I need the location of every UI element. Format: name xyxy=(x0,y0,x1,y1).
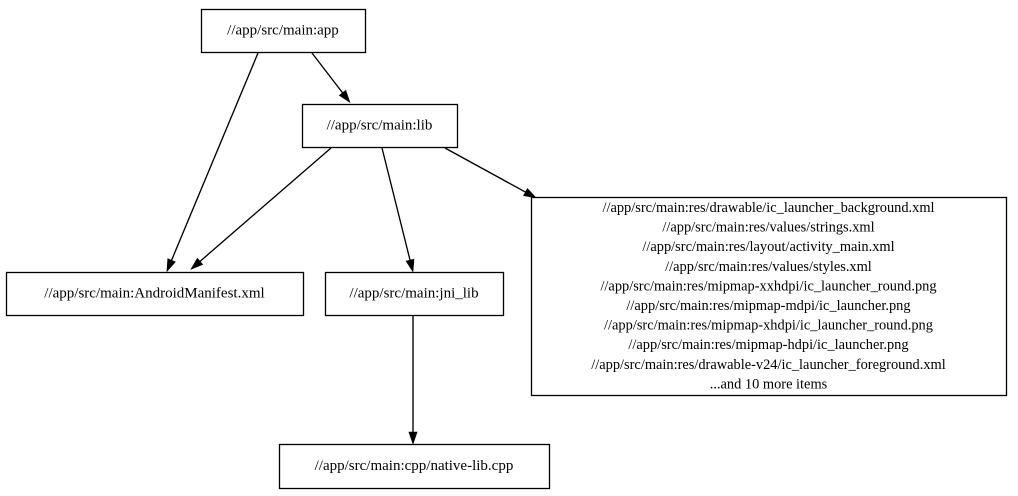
node-label-lib: //app/src/main:lib xyxy=(327,117,433,133)
node-box-native_lib xyxy=(278,443,551,490)
node-box-app xyxy=(200,8,367,54)
edge-arrowhead-app-to-manifest xyxy=(166,258,176,273)
cluster-line-6: //app/src/main:res/mipmap-xhdpi/ic_launc… xyxy=(604,318,933,334)
node-box-manifest xyxy=(5,271,305,317)
cluster-line-0: //app/src/main:res/drawable/ic_launcher_… xyxy=(602,200,934,216)
edge-arrowhead-jni-lib-to-native-lib xyxy=(408,431,418,445)
node-box-resources xyxy=(530,196,1008,397)
edge-line-lib-to-jni-lib xyxy=(381,147,412,262)
node-label-manifest: //app/src/main:AndroidManifest.xml xyxy=(44,285,264,301)
graph-node-manifest[interactable]: //app/src/main:AndroidManifest.xml xyxy=(5,271,305,317)
nodes-layer: //app/src/main:app //app/src/main:lib //ap… xyxy=(5,8,551,490)
edges-layer xyxy=(166,52,537,445)
cluster-node-layer: //app/src/main:res/drawable/ic_launcher_… xyxy=(530,196,1008,397)
graph-edge-jni-lib-to-native-lib[interactable] xyxy=(408,316,418,445)
node-box-jni_lib xyxy=(324,271,505,317)
node-box-lib xyxy=(301,103,459,149)
cluster-line-2: //app/src/main:res/layout/activity_main.… xyxy=(642,239,894,255)
cluster-line-8: //app/src/main:res/drawable-v24/ic_launc… xyxy=(591,357,945,373)
graph-node-native_lib[interactable]: //app/src/main:cpp/native-lib.cpp xyxy=(278,443,551,490)
graph-edge-lib-to-resources[interactable] xyxy=(444,147,537,199)
edge-arrowhead-lib-to-manifest xyxy=(190,257,204,270)
cluster-line-1: //app/src/main:res/values/strings.xml xyxy=(662,220,874,236)
node-label-native_lib: //app/src/main:cpp/native-lib.cpp xyxy=(315,458,514,474)
graph-edge-app-to-manifest[interactable] xyxy=(166,52,259,273)
edge-arrowhead-lib-to-jni-lib xyxy=(405,258,415,273)
graph-node-jni_lib[interactable]: //app/src/main:jni_lib xyxy=(324,271,505,317)
edge-line-lib-to-manifest xyxy=(198,147,332,263)
graph-node-lib[interactable]: //app/src/main:lib xyxy=(301,103,459,149)
graph-node-resources[interactable]: //app/src/main:res/drawable/ic_launcher_… xyxy=(530,196,1008,397)
graph-edge-lib-to-manifest[interactable] xyxy=(190,147,332,270)
cluster-line-5: //app/src/main:res/mipmap-mdpi/ic_launch… xyxy=(626,298,910,314)
graph-node-app[interactable]: //app/src/main:app xyxy=(200,8,367,54)
cluster-line-7: //app/src/main:res/mipmap-hdpi/ic_launch… xyxy=(628,337,908,353)
edge-line-app-to-lib xyxy=(311,52,345,95)
graph-edge-lib-to-jni-lib[interactable] xyxy=(381,147,415,273)
cluster-line-3: //app/src/main:res/values/styles.xml xyxy=(665,259,872,275)
edge-line-app-to-manifest xyxy=(170,52,259,262)
graph-edge-app-to-lib[interactable] xyxy=(311,52,351,104)
node-label-app: //app/src/main:app xyxy=(227,22,339,38)
edge-line-lib-to-resources xyxy=(444,147,528,194)
edge-arrowhead-app-to-lib xyxy=(338,89,351,104)
node-label-jni_lib: //app/src/main:jni_lib xyxy=(349,285,478,301)
edge-arrowhead-lib-to-resources xyxy=(523,187,537,199)
cluster-line-4: //app/src/main:res/mipmap-xxhdpi/ic_laun… xyxy=(600,278,936,294)
cluster-line-9: ...and 10 more items xyxy=(710,376,828,392)
